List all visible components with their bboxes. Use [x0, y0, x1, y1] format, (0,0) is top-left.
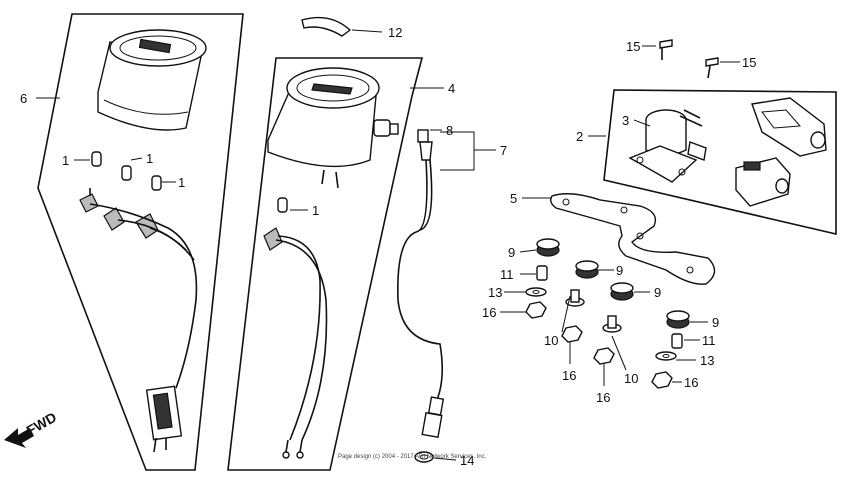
- ignition-switch[interactable]: [628, 109, 707, 183]
- speedometer-panel: [227, 57, 424, 471]
- callout-9-d: 9: [712, 315, 719, 330]
- fwd-label: FWD: [24, 409, 60, 439]
- bulb-sockets-left[interactable]: [91, 151, 162, 191]
- speedometer-cable[interactable]: [397, 129, 445, 439]
- ignition-boot[interactable]: [751, 97, 827, 157]
- callout-4: 4: [448, 81, 455, 96]
- callout-9-b: 9: [616, 263, 623, 278]
- speedometer-gauge[interactable]: [267, 67, 399, 189]
- bulb-socket-middle[interactable]: [277, 197, 288, 213]
- screw-upper[interactable]: [659, 39, 673, 60]
- nut-1[interactable]: [525, 301, 547, 319]
- collar-1[interactable]: [536, 265, 548, 281]
- callout-12: 12: [388, 25, 402, 40]
- ignition-panel-outline: [603, 89, 837, 236]
- callout-11-b: 11: [702, 333, 716, 348]
- grommet-3[interactable]: [610, 282, 634, 301]
- callout-11-a: 11: [500, 267, 514, 282]
- meter-bracket[interactable]: [549, 193, 716, 285]
- nut-4[interactable]: [651, 371, 673, 389]
- tachometer-wire-harness[interactable]: [79, 188, 198, 389]
- leader-lines: [36, 29, 740, 461]
- callout-13-a: 13: [488, 285, 502, 300]
- switch-connector[interactable]: [735, 157, 791, 207]
- callout-10-b: 10: [624, 371, 638, 386]
- tachometer-gauge[interactable]: [97, 29, 207, 131]
- callout-1-b: 1: [146, 151, 153, 166]
- callout-9-a: 9: [508, 245, 515, 260]
- callout-2: 2: [576, 129, 583, 144]
- speedometer-panel-outline: [227, 57, 424, 471]
- grommet-1[interactable]: [536, 238, 560, 257]
- fwd-indicator: FWD: [4, 409, 59, 448]
- tachometer-connector[interactable]: [145, 385, 183, 453]
- callout-1-d: 1: [312, 203, 319, 218]
- callout-15-a: 15: [626, 39, 640, 54]
- callout-labels: 6 1 1 1 1 12 4 8 7 14 15 15 2 3 5 9 9 9 …: [20, 25, 756, 468]
- washer-1[interactable]: [525, 287, 547, 297]
- fwd-arrow-icon: [4, 428, 34, 448]
- callout-1-a: 1: [62, 153, 69, 168]
- cable-grommet[interactable]: [414, 451, 434, 463]
- callout-16-d: 16: [684, 375, 698, 390]
- stud-1[interactable]: [565, 289, 585, 307]
- speedometer-wire-harness[interactable]: [263, 227, 328, 459]
- grommet-2[interactable]: [575, 260, 599, 279]
- copyright-text: Page design (c) 2004 - 2017 ARI Network …: [338, 454, 487, 460]
- tachometer-panel-outline: [37, 13, 244, 471]
- nut-2[interactable]: [561, 325, 583, 343]
- callout-7: 7: [500, 143, 507, 158]
- callout-6: 6: [20, 91, 27, 106]
- stud-2[interactable]: [602, 315, 622, 333]
- screw-lower[interactable]: [705, 57, 719, 79]
- callout-8: 8: [446, 123, 453, 138]
- callout-16-a: 16: [482, 305, 496, 320]
- callout-13-b: 13: [700, 353, 714, 368]
- callout-16-c: 16: [596, 390, 610, 405]
- callout-5: 5: [510, 191, 517, 206]
- callout-9-c: 9: [654, 285, 661, 300]
- callout-3: 3: [622, 113, 629, 128]
- callout-16-b: 16: [562, 368, 576, 383]
- washer-2[interactable]: [655, 351, 677, 361]
- callout-10-a: 10: [544, 333, 558, 348]
- ignition-switch-panel: [603, 89, 837, 236]
- callout-1-c: 1: [178, 175, 185, 190]
- tachometer-panel: [37, 13, 244, 471]
- nut-3[interactable]: [593, 347, 615, 365]
- callout-15-b: 15: [742, 55, 756, 70]
- collar-2[interactable]: [671, 333, 683, 349]
- callout-14: 14: [460, 453, 474, 468]
- meter-cushion[interactable]: [301, 16, 352, 37]
- grommet-4[interactable]: [666, 310, 690, 329]
